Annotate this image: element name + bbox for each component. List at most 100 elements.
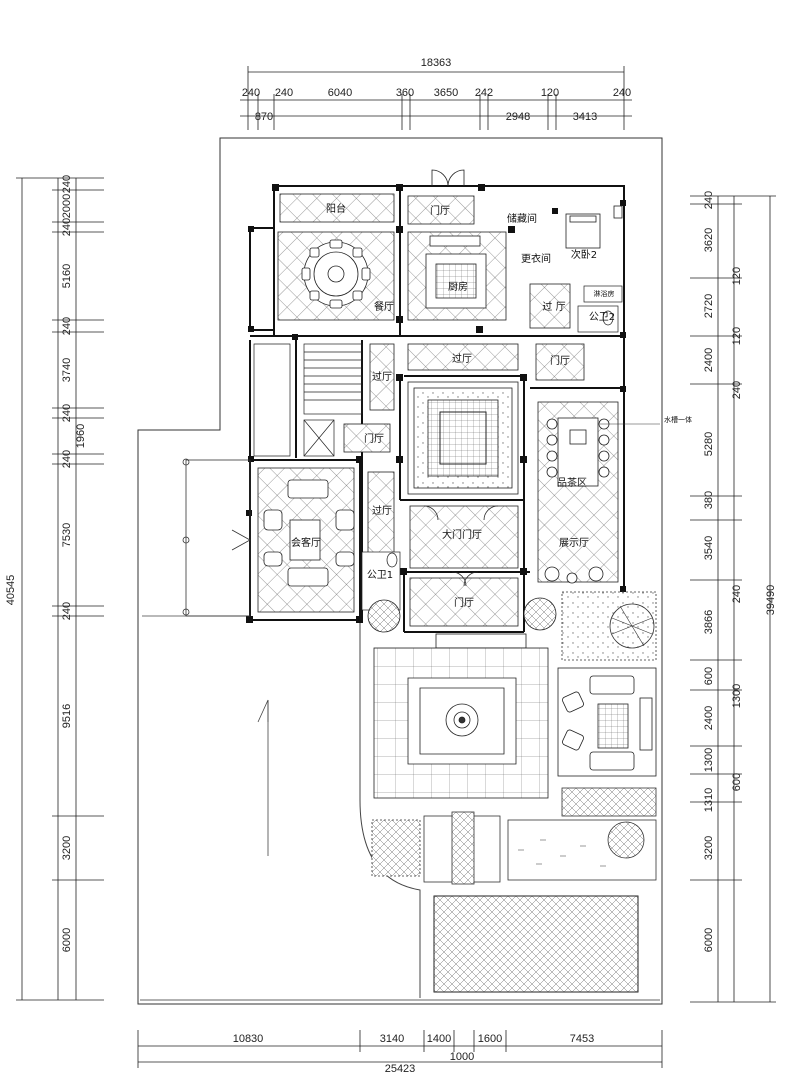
label-tea-area: 品茶区 — [557, 476, 587, 489]
dim-top-seg: 3650 — [434, 87, 458, 99]
label-corridor-lower: 过厅 — [372, 504, 392, 517]
dim-top-seg: 360 — [396, 87, 414, 99]
dim-right-overall: 39490 — [765, 585, 777, 616]
right-dimension-lines — [690, 195, 776, 1003]
dim-top-second: 3413 — [573, 111, 597, 123]
label-kitchen: 厨房 — [448, 280, 468, 293]
bottom-dimension-lines — [137, 1030, 663, 1068]
dim-top-seg: 242 — [475, 87, 493, 99]
dim-left-seg: 240 — [61, 317, 73, 335]
dim-top-seg: 6040 — [328, 87, 352, 99]
dim-left-seg: 3200 — [61, 836, 73, 860]
label-balcony: 阳台 — [326, 202, 346, 215]
door-swings — [423, 169, 499, 587]
left-dimension-lines — [16, 177, 104, 1001]
dim-left-seg: 5160 — [61, 264, 73, 288]
dim-right-seg: 1300 — [731, 684, 743, 708]
balcony-floor — [279, 193, 395, 223]
dim-left-seg: 2000 — [61, 194, 73, 218]
site-boundary — [137, 137, 663, 1005]
dim-bottom-overall: 25423 — [385, 1063, 416, 1073]
dim-left-seg: 7530 — [61, 523, 73, 547]
dim-right-seg: 3620 — [703, 228, 715, 252]
dim-left-seg: 1960 — [75, 424, 87, 448]
east-garden — [371, 591, 657, 885]
dim-top-second: 870 — [255, 111, 273, 123]
dim-left-overall: 40545 — [5, 575, 17, 606]
dim-top-seg: 240 — [242, 87, 260, 99]
dim-right-second: 600 — [703, 667, 715, 685]
dim-right-seg: 2400 — [703, 348, 715, 372]
room-floors — [257, 193, 619, 627]
label-dining: 餐厅 — [374, 300, 394, 313]
garden-lounge — [557, 667, 657, 777]
pool-area — [433, 895, 639, 993]
dim-bottom-second: 1000 — [450, 1051, 474, 1063]
dim-left-seg: 9516 — [61, 704, 73, 728]
label-shower: 淋浴房 — [594, 289, 615, 298]
dim-right-seg: 240 — [703, 191, 715, 209]
label-foyer-entry: 门厅 — [454, 596, 474, 609]
dim-top-seg: 120 — [541, 87, 559, 99]
dim-top-second: 2948 — [506, 111, 530, 123]
wall-columns — [246, 184, 626, 623]
dim-bottom-seg: 1400 — [427, 1033, 451, 1045]
corridor-floor — [407, 343, 519, 371]
dining-table — [301, 239, 371, 309]
label-reception: 会客厅 — [291, 536, 321, 549]
dim-right-seg: 1300 — [703, 748, 715, 772]
dim-right-seg: 3540 — [703, 536, 715, 560]
dim-right-seg: 5280 — [703, 432, 715, 456]
dim-right-second: 120 — [731, 327, 743, 345]
dim-right-seg: 2720 — [703, 294, 715, 318]
dim-bottom-seg: 3140 — [380, 1033, 404, 1045]
label-toilet1: 公卫1 — [367, 570, 393, 581]
dim-top-seg: 240 — [613, 87, 631, 99]
dim-bottom-seg: 7453 — [570, 1033, 594, 1045]
dim-left-seg: 240 — [61, 175, 73, 193]
label-main-foyer: 大门门厅 — [442, 528, 482, 541]
dim-left-seg: 6000 — [61, 928, 73, 952]
dim-bottom-seg: 10830 — [233, 1033, 264, 1045]
dim-left-seg: 3740 — [61, 358, 73, 382]
dim-left-seg: 240 — [61, 404, 73, 422]
fountain-court — [373, 647, 549, 799]
bedroom2-bed — [565, 205, 623, 249]
label-storage: 储藏间 — [507, 212, 537, 225]
kitchen-island — [425, 235, 487, 309]
label-display-hall: 展示厅 — [559, 537, 589, 549]
label-corridor-center: 过厅 — [452, 352, 472, 365]
label-toilet2: 公卫2 — [589, 312, 615, 323]
reception-sofas — [263, 479, 355, 587]
label-foyer-top: 门厅 — [430, 204, 450, 217]
label-corridor-left: 过厅 — [372, 370, 392, 383]
dim-right-seg: 6000 — [703, 928, 715, 952]
dim-right-second: 240 — [731, 585, 743, 603]
main-foyer-floor — [409, 505, 519, 569]
dim-top-seg: 240 — [275, 87, 293, 99]
tea-table — [544, 417, 610, 584]
dim-right-second: 600 — [731, 773, 743, 791]
dim-left-seg: 240 — [61, 218, 73, 236]
dim-right-seg: 2400 — [703, 706, 715, 730]
dim-left-seg: 240 — [61, 450, 73, 468]
dim-bottom-seg: 1600 — [478, 1033, 502, 1045]
dim-right-second: 380 — [703, 491, 715, 509]
top-dimension-lines — [240, 66, 632, 130]
stairs — [253, 343, 363, 457]
dim-top-overall: 18363 — [421, 57, 452, 69]
label-cloakroom: 更衣间 — [521, 252, 551, 265]
entry-plants — [367, 597, 557, 649]
west-porch — [182, 458, 251, 617]
label-water-bar: 水槽一体 — [664, 415, 692, 424]
label-bedroom2: 次卧2 — [571, 248, 597, 261]
label-corridor-small: 过 厅 — [542, 300, 565, 313]
dim-right-seg: 3200 — [703, 836, 715, 860]
dim-right-seg: 1310 — [703, 788, 715, 812]
dim-left-seg: 240 — [61, 602, 73, 620]
label-foyer-mid: 门厅 — [364, 432, 384, 445]
dim-right-second: 120 — [731, 267, 743, 285]
central-atrium — [407, 381, 519, 495]
